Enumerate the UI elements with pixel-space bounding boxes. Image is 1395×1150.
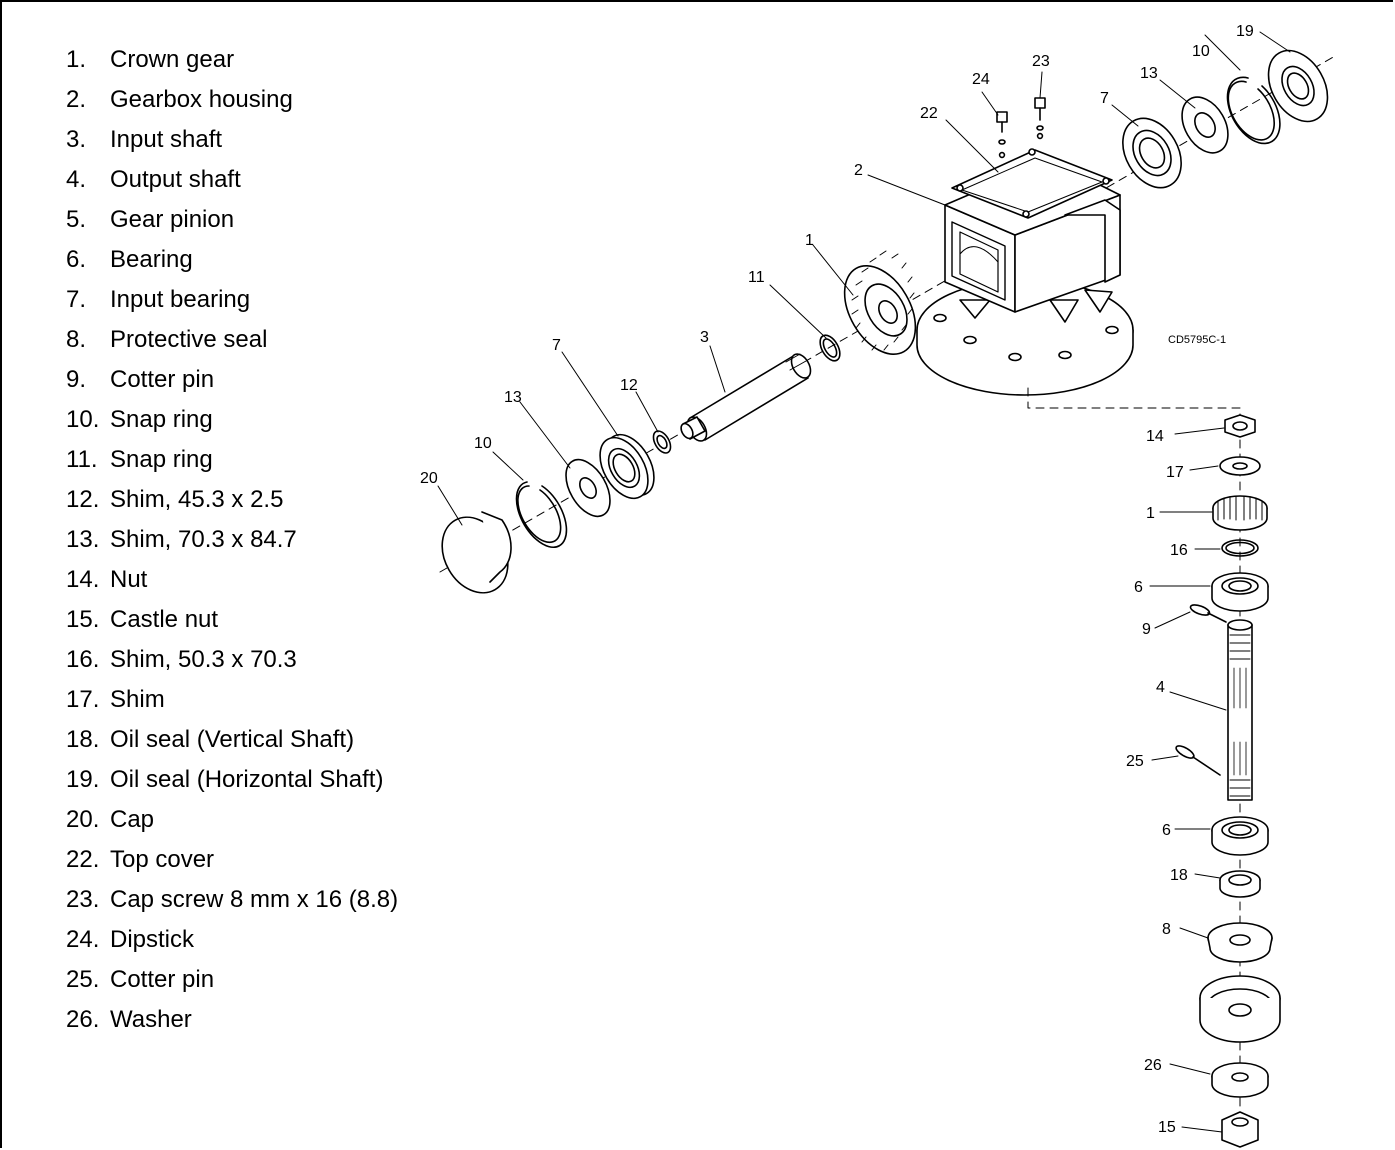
parts-list-item: 19.Oil seal (Horizontal Shaft) — [66, 766, 384, 793]
callout-3: 3 — [700, 329, 709, 346]
callout-2: 2 — [854, 162, 863, 179]
callout-1-vertical: 1 — [1146, 505, 1155, 522]
callout-17: 17 — [1166, 464, 1184, 481]
callout-20: 20 — [420, 470, 438, 487]
drawing-code: CD5795C-1 — [1168, 334, 1226, 346]
callout-7-left: 7 — [552, 337, 561, 354]
parts-list-item: 13.Shim, 70.3 x 84.7 — [66, 526, 297, 553]
input-bearing-left — [599, 433, 655, 500]
leader-lines — [437, 31, 1291, 1133]
crown-gear-horizontal — [843, 250, 917, 355]
parts-list-item: 15.Castle nut — [66, 606, 219, 633]
parts-list-item: 26.Washer — [66, 1006, 192, 1033]
parts-list-item: 18.Oil seal (Vertical Shaft) — [66, 726, 355, 753]
crown-gear-vertical — [1212, 495, 1268, 531]
parts-list-item: 23.Cap screw 8 mm x 16 (8.8) — [66, 886, 399, 913]
callout-14: 14 — [1146, 428, 1164, 445]
callout-13-right: 13 — [1140, 65, 1158, 82]
callout-12: 12 — [620, 377, 638, 394]
parts-list-item: 20.Cap — [66, 806, 155, 833]
callout-16: 16 — [1170, 542, 1188, 559]
seal-housing — [1199, 975, 1281, 1043]
parts-list: 1.Crown gear 2.Gearbox housing 3.Input s… — [66, 40, 398, 1040]
oil-seal-vertical — [1219, 870, 1261, 898]
callout-22: 22 — [920, 105, 938, 122]
callout-13-left: 13 — [504, 389, 522, 406]
bearing-upper — [1211, 572, 1269, 612]
snap-ring-left-large — [515, 481, 568, 549]
parts-list-item: 5.Gear pinion — [66, 206, 235, 233]
input-shaft — [680, 353, 812, 442]
snap-ring-left — [819, 334, 841, 362]
callout-10-left: 10 — [474, 435, 492, 452]
snap-ring-right — [1226, 76, 1281, 145]
parts-list-item: 17.Shim — [66, 686, 165, 713]
parts-list-item: 25.Cotter pin — [66, 966, 215, 993]
callout-6-upper: 6 — [1134, 579, 1143, 596]
callout-23: 23 — [1032, 53, 1050, 70]
shim-right — [1181, 96, 1229, 154]
castle-nut — [1221, 1111, 1259, 1148]
parts-list-item: 2.Gearbox housing — [66, 86, 293, 113]
callout-6-lower: 6 — [1162, 822, 1171, 839]
callout-4: 4 — [1156, 679, 1165, 696]
callout-26: 26 — [1144, 1057, 1162, 1074]
parts-list-item: 11.Snap ring — [66, 446, 213, 473]
cotter-pin-lower — [1175, 745, 1221, 776]
shim-vertical-16 — [1221, 539, 1259, 557]
shim-left — [565, 458, 611, 518]
parts-list-item: 16.Shim, 50.3 x 70.3 — [66, 646, 297, 673]
callout-19: 19 — [1236, 23, 1254, 40]
vertical-axis-link — [1027, 387, 1241, 426]
parts-list-item: 3.Input shaft — [66, 126, 223, 153]
callout-11: 11 — [748, 269, 765, 286]
parts-list-item: 4.Output shaft — [66, 166, 241, 193]
parts-list-item: 1.Crown gear — [66, 46, 235, 73]
callout-labels: 24 23 22 2 7 13 10 19 1 11 3 7 12 13 10 … — [420, 23, 1254, 1136]
shim-vertical-17 — [1219, 456, 1261, 476]
cap-screw — [1034, 97, 1046, 131]
shim-left-small — [652, 430, 672, 454]
dipstick — [996, 111, 1008, 145]
parts-list-item: 10.Snap ring — [66, 406, 213, 433]
output-shaft — [1227, 619, 1253, 801]
parts-list-item: 8.Protective seal — [66, 326, 268, 353]
parts-list-item: 12.Shim, 45.3 x 2.5 — [66, 486, 284, 513]
callout-7-right: 7 — [1100, 90, 1109, 107]
parts-list-item: 6.Bearing — [66, 246, 193, 273]
callout-25: 25 — [1126, 753, 1144, 770]
callout-15: 15 — [1158, 1119, 1176, 1136]
callout-18: 18 — [1170, 867, 1188, 884]
parts-list-item: 14.Nut — [66, 566, 148, 593]
parts-list-item: 22.Top cover — [66, 846, 215, 873]
gearbox-housing — [916, 132, 1134, 396]
callout-8: 8 — [1162, 921, 1171, 938]
parts-list-item: 24.Dipstick — [66, 926, 195, 953]
bearing-lower — [1211, 816, 1269, 856]
callout-9: 9 — [1142, 621, 1151, 638]
cap — [441, 505, 520, 594]
washer — [1211, 1062, 1269, 1098]
protective-seal — [1207, 922, 1273, 963]
input-bearing-right — [1122, 117, 1182, 189]
callout-1-horizontal: 1 — [805, 232, 814, 249]
nut — [1224, 414, 1256, 438]
callout-24: 24 — [972, 71, 990, 88]
oil-seal-horizontal — [1267, 49, 1329, 123]
parts-list-item: 7.Input bearing — [66, 286, 251, 313]
parts-list-item: 9.Cotter pin — [66, 366, 215, 393]
callout-10-right: 10 — [1192, 43, 1210, 60]
cotter-pin-upper — [1189, 604, 1227, 623]
